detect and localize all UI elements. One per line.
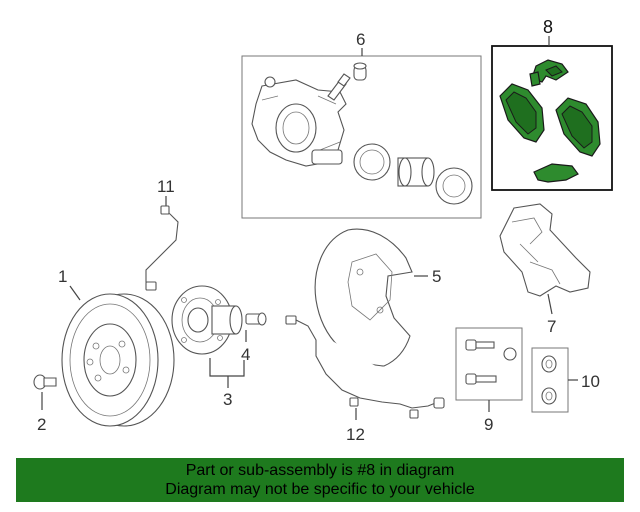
abs-sensor-head — [285, 315, 297, 325]
caliper-bolt-upper — [465, 339, 495, 351]
bolt-cap — [503, 347, 517, 361]
bleeder-cap-drawing — [353, 62, 367, 81]
bleeder-screw-drawing — [327, 73, 351, 101]
rotor-hat — [83, 323, 137, 397]
caliper-bolts-group[interactable]: 9 — [455, 327, 523, 434]
brake-hose-group[interactable]: 11 — [145, 177, 179, 291]
caliper-bracket-drawing — [499, 203, 591, 297]
splash-shield-drawing — [314, 228, 413, 367]
callout-1-leader — [69, 285, 81, 301]
rotor-screw-group[interactable]: 2 — [33, 374, 57, 434]
callout-2: 2 — [37, 415, 46, 434]
callout-6: 6 — [356, 30, 365, 49]
caliper-bolt-lower — [465, 373, 497, 385]
callout-7: 7 — [547, 317, 556, 336]
parts-diagram: 6 — [33, 17, 613, 444]
caliper-bolts-box — [455, 327, 523, 401]
caliper-body-drawing — [251, 76, 347, 167]
callout-10: 10 — [581, 372, 600, 391]
callout-3: 3 — [223, 390, 232, 409]
abs-sensor-connector — [433, 397, 445, 409]
callout-9: 9 — [484, 415, 493, 434]
hub-bolt-group[interactable]: 4 — [241, 312, 267, 364]
abs-sensor-wire — [295, 319, 439, 409]
callout-7-leader — [547, 293, 553, 315]
pad-clip-drawing — [529, 59, 569, 87]
wear-indicator-drawing — [533, 163, 579, 183]
inner-brake-pad-drawing — [499, 83, 545, 143]
banner-line-part: Part or sub-assembly is #8 in diagram — [185, 462, 455, 479]
caliper-bracket-group[interactable]: 7 — [499, 203, 591, 336]
splash-shield-group[interactable]: 5 — [314, 228, 441, 367]
info-banner: Part or sub-assembly is #8 in diagram Di… — [16, 458, 624, 502]
brake-rotor-group[interactable]: 1 — [58, 267, 175, 427]
caliper-group[interactable]: 6 — [241, 30, 482, 219]
guide-boots-group[interactable]: 10 — [531, 347, 600, 413]
brake-pad-kit-group[interactable]: 8 — [491, 17, 613, 191]
abs-sensor-group[interactable]: 12 — [285, 315, 445, 444]
brake-hose-drawing — [145, 209, 179, 287]
callout-5: 5 — [432, 267, 441, 286]
splash-shield-opening — [347, 253, 393, 321]
callout-4: 4 — [241, 345, 250, 364]
rotor-screw-shank — [43, 377, 57, 387]
hub-bearing-group[interactable]: 3 — [171, 285, 245, 409]
callout-3-bracket — [209, 358, 245, 377]
outer-brake-pad-drawing — [555, 97, 601, 157]
guide-boot-lower — [541, 387, 557, 405]
guide-boot-upper — [541, 355, 557, 373]
piston-drawing — [397, 157, 435, 187]
piston-seal-drawing — [353, 143, 391, 181]
banner-line-disclaimer: Diagram may not be specific to your vehi… — [165, 481, 475, 498]
callout-11: 11 — [157, 177, 175, 196]
callout-1: 1 — [58, 267, 67, 286]
caliper-bracket-detail — [511, 217, 561, 285]
dust-boot-drawing — [435, 167, 473, 205]
callout-8: 8 — [543, 17, 553, 37]
callout-12: 12 — [346, 425, 365, 444]
